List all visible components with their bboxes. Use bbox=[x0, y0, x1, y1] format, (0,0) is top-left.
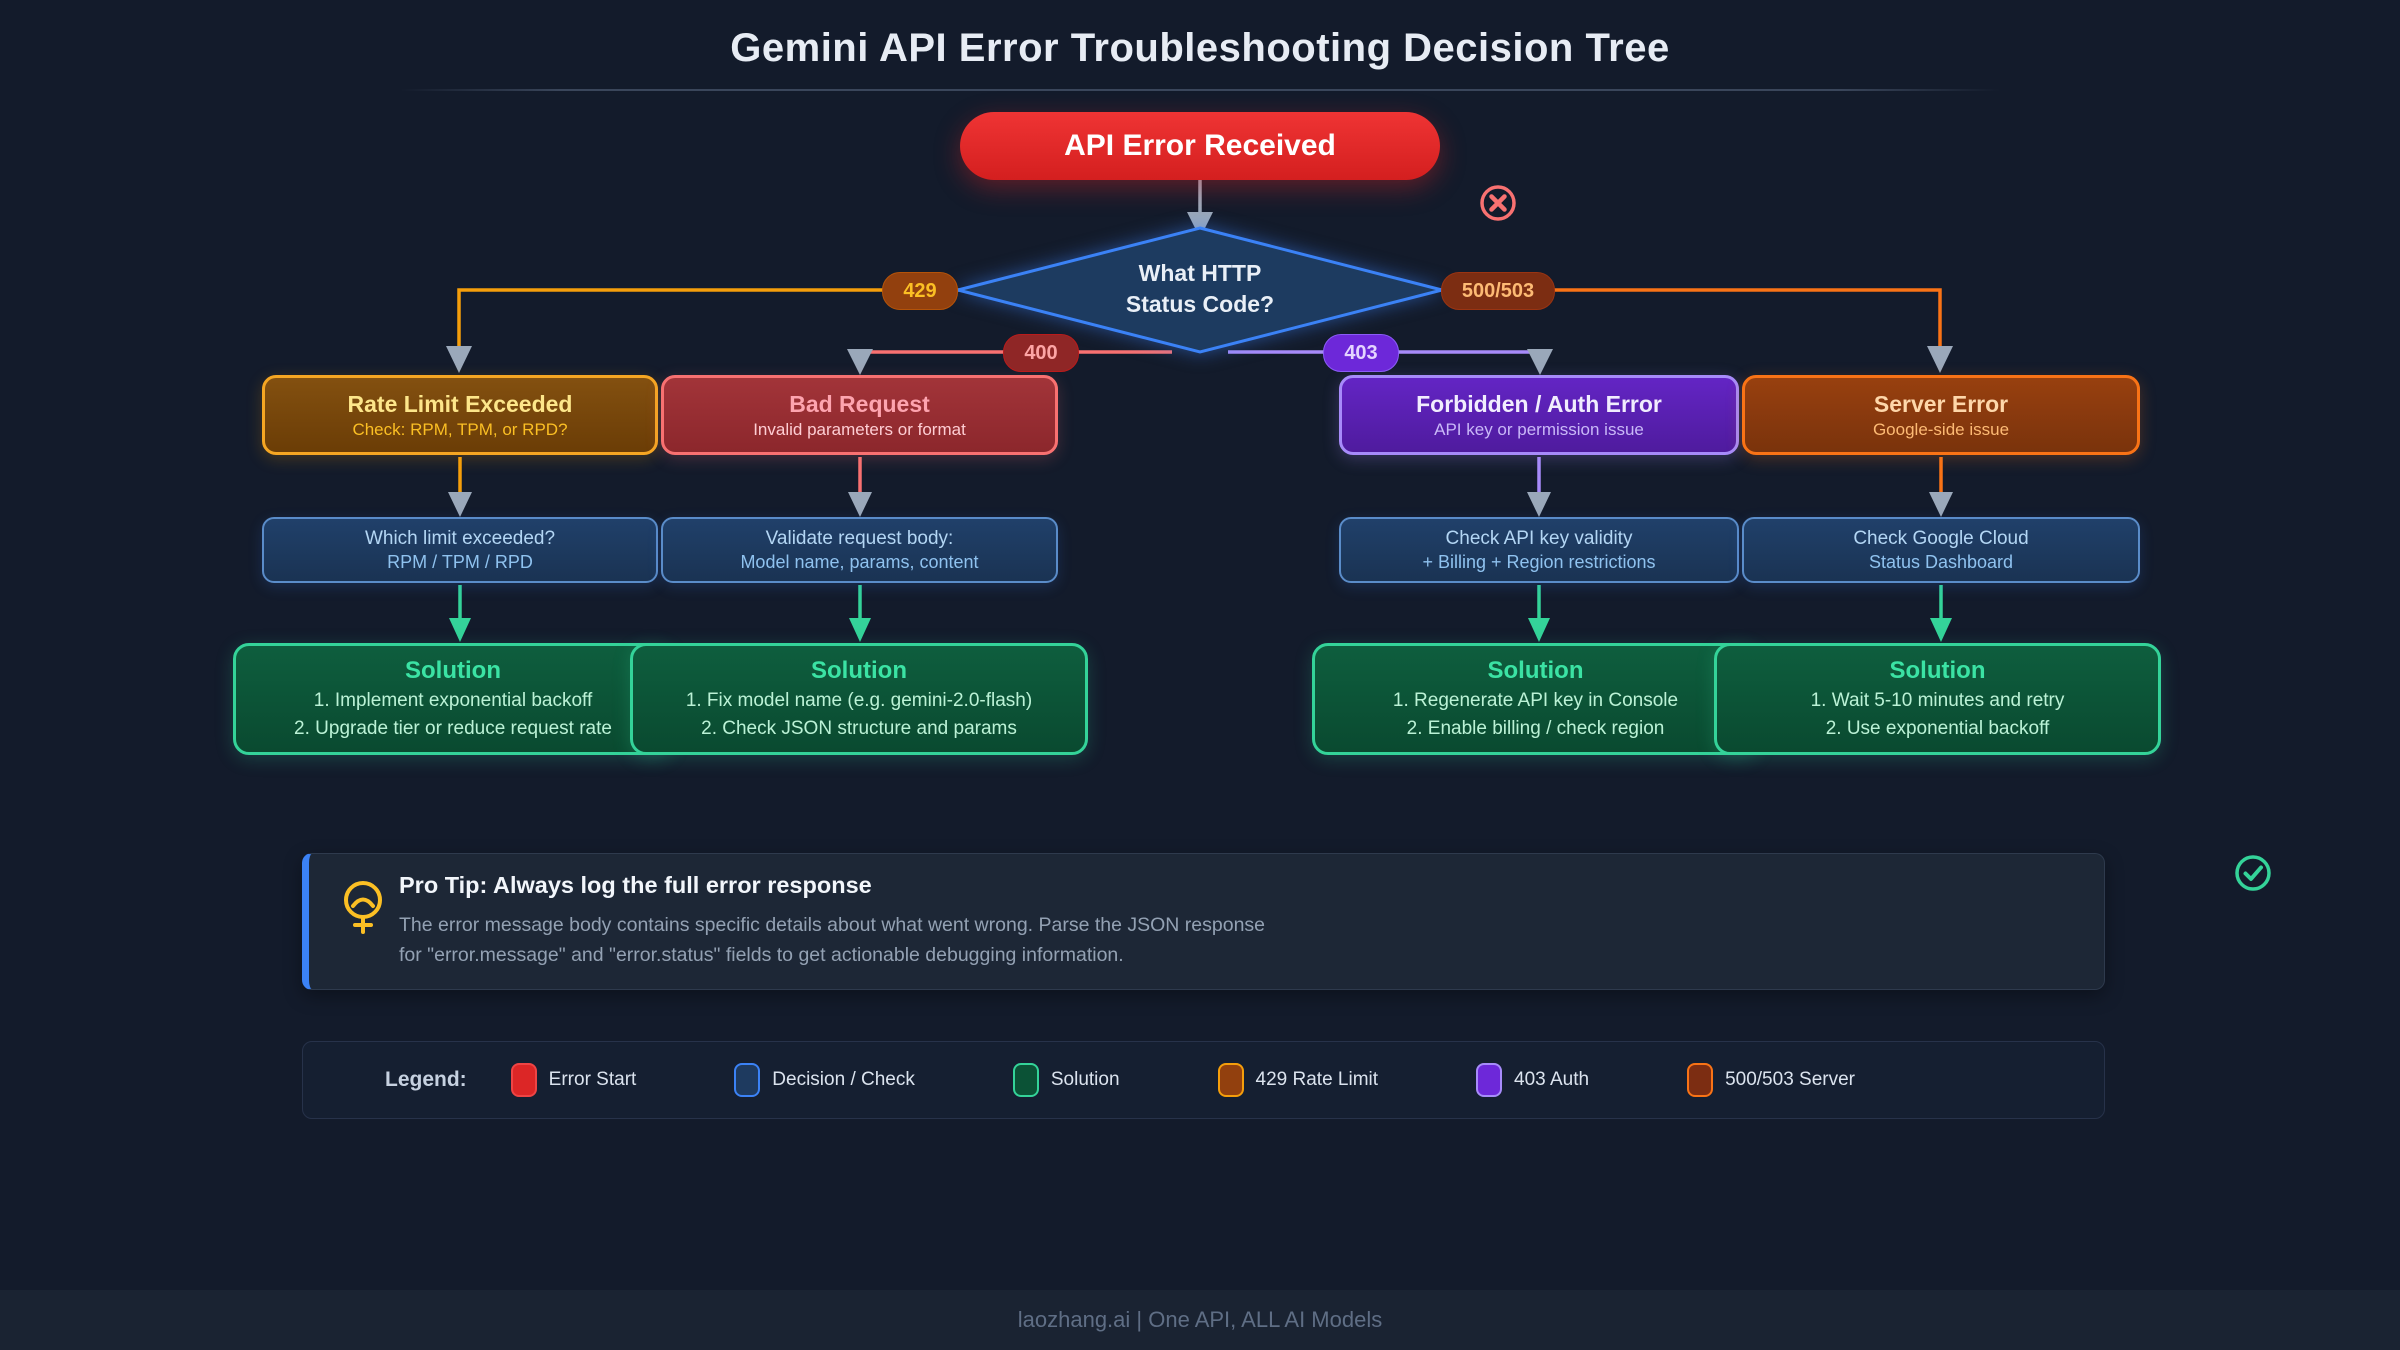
status-badge-429: 429 bbox=[882, 272, 958, 310]
legend-swatch-500-503 bbox=[1687, 1063, 1714, 1097]
solution-step-1: 1. Implement exponential backoff bbox=[313, 690, 593, 711]
node-subtitle: Check: RPM, TPM, or RPD? bbox=[352, 419, 568, 439]
check-line2: Model name, params, content bbox=[740, 551, 979, 572]
check-line1: Check Google Cloud bbox=[1853, 527, 2029, 549]
pro-tip-title: Pro Tip: Always log the full error respo… bbox=[399, 872, 872, 898]
legend-swatch-error-start bbox=[510, 1063, 537, 1097]
solution-forbidden: Solution 1. Regenerate API key in Consol… bbox=[1312, 643, 1759, 755]
solution-title: Solution bbox=[1487, 657, 1584, 684]
solution-step-1: 1. Wait 5-10 minutes and retry bbox=[1810, 690, 2065, 711]
pro-tip-body: The error message body contains specific… bbox=[399, 910, 1265, 970]
solution-step-2: 2. Enable billing / check region bbox=[1406, 718, 1665, 739]
pro-tip-body-line1: The error message body contains specific… bbox=[399, 914, 1266, 936]
legend-item-label: 403 Auth bbox=[1514, 1069, 1590, 1090]
legend-swatch-decision-check bbox=[734, 1063, 761, 1097]
solution-rate-limit: Solution 1. Implement exponential backof… bbox=[233, 643, 673, 755]
solution-bad-request: Solution 1. Fix model name (e.g. gemini-… bbox=[630, 643, 1088, 755]
pro-tip-panel: Pro Tip: Always log the full error respo… bbox=[302, 853, 2105, 990]
solution-step-2: 2. Check JSON structure and params bbox=[701, 718, 1017, 739]
legend-bar: Legend: Error Start Decision / Check Sol… bbox=[302, 1041, 2105, 1119]
solution-step-2: 2. Use exponential backoff bbox=[1825, 718, 2050, 739]
check-bad-request: Validate request body: Model name, param… bbox=[661, 517, 1058, 583]
check-line2: + Billing + Region restrictions bbox=[1422, 551, 1656, 572]
page-title: Gemini API Error Troubleshooting Decisio… bbox=[730, 26, 1670, 70]
solution-step-1: 1. Regenerate API key in Console bbox=[1392, 690, 1679, 711]
node-bad-request: Bad Request Invalid parameters or format bbox=[661, 375, 1058, 455]
check-server-error: Check Google Cloud Status Dashboard bbox=[1742, 517, 2140, 583]
solution-step-1: 1. Fix model name (e.g. gemini-2.0-flash… bbox=[685, 690, 1033, 711]
check-forbidden: Check API key validity + Billing + Regio… bbox=[1339, 517, 1739, 583]
legend-item-error-start: Error Start bbox=[510, 1063, 637, 1097]
solution-step-2: 2. Upgrade tier or reduce request rate bbox=[294, 718, 612, 739]
legend-swatch-429 bbox=[1217, 1063, 1244, 1097]
start-node: API Error Received bbox=[960, 112, 1440, 180]
solution-server-error: Solution 1. Wait 5-10 minutes and retry … bbox=[1714, 643, 2161, 755]
node-title: Forbidden / Auth Error bbox=[1416, 390, 1662, 417]
title-divider bbox=[400, 89, 2000, 91]
node-forbidden: Forbidden / Auth Error API key or permis… bbox=[1339, 375, 1739, 455]
node-server-error: Server Error Google-side issue bbox=[1742, 375, 2140, 455]
node-title: Server Error bbox=[1873, 390, 2009, 417]
legend-item-solution: Solution bbox=[1012, 1063, 1120, 1097]
check-line2: Status Dashboard bbox=[1868, 551, 2014, 572]
status-badge-400: 400 bbox=[1003, 334, 1079, 372]
legend-item-label: Decision / Check bbox=[772, 1069, 915, 1090]
solution-title: Solution bbox=[1889, 657, 1986, 684]
legend-label: Legend: bbox=[385, 1068, 467, 1091]
check-line1: Which limit exceeded? bbox=[364, 527, 556, 549]
node-title: Bad Request bbox=[789, 390, 930, 417]
check-line1: Validate request body: bbox=[765, 527, 954, 549]
legend-swatch-403 bbox=[1476, 1063, 1503, 1097]
start-node-label: API Error Received bbox=[1064, 129, 1336, 162]
node-subtitle: Google-side issue bbox=[1872, 419, 2010, 439]
check-line1: Check API key validity bbox=[1445, 527, 1633, 549]
legend-item-decision-check: Decision / Check bbox=[734, 1063, 915, 1097]
node-rate-limit: Rate Limit Exceeded Check: RPM, TPM, or … bbox=[262, 375, 658, 455]
node-subtitle: API key or permission issue bbox=[1434, 419, 1644, 439]
legend-item-500-503-server: 500/503 Server bbox=[1687, 1063, 1855, 1097]
node-title: Rate Limit Exceeded bbox=[347, 390, 573, 417]
pro-tip-body-line2: for "error.message" and "error.status" f… bbox=[399, 944, 1124, 966]
check-line2: RPM / TPM / RPD bbox=[387, 551, 533, 572]
circled-x-icon bbox=[1479, 184, 1517, 227]
legend-item-429-rate-limit: 429 Rate Limit bbox=[1217, 1063, 1379, 1097]
legend-item-label: 500/503 Server bbox=[1725, 1069, 1855, 1090]
solution-title: Solution bbox=[405, 657, 501, 684]
legend-item-label: 429 Rate Limit bbox=[1255, 1069, 1379, 1090]
check-rate-limit: Which limit exceeded? RPM / TPM / RPD bbox=[262, 517, 658, 583]
legend-item-label: Solution bbox=[1050, 1069, 1120, 1090]
legend-swatch-solution bbox=[1012, 1063, 1039, 1097]
decision-line1: What HTTP bbox=[1138, 260, 1262, 286]
legend-item-label: Error Start bbox=[548, 1069, 637, 1090]
status-badge-500-503: 500/503 bbox=[1441, 272, 1555, 310]
legend-item-403-auth: 403 Auth bbox=[1476, 1063, 1589, 1097]
decision-node: What HTTP Status Code? bbox=[1040, 258, 1360, 320]
footer-text: laozhang.ai | One API, ALL AI Models bbox=[1017, 1307, 1383, 1332]
solution-title: Solution bbox=[811, 657, 907, 684]
lightbulb-icon bbox=[341, 878, 385, 941]
decision-diamond-shape bbox=[957, 226, 1443, 354]
footer: laozhang.ai | One API, ALL AI Models bbox=[0, 1290, 2400, 1350]
circled-check-icon bbox=[2234, 854, 2272, 897]
decision-line2: Status Code? bbox=[1125, 291, 1275, 317]
status-badge-403: 403 bbox=[1323, 334, 1399, 372]
node-subtitle: Invalid parameters or format bbox=[753, 419, 966, 439]
